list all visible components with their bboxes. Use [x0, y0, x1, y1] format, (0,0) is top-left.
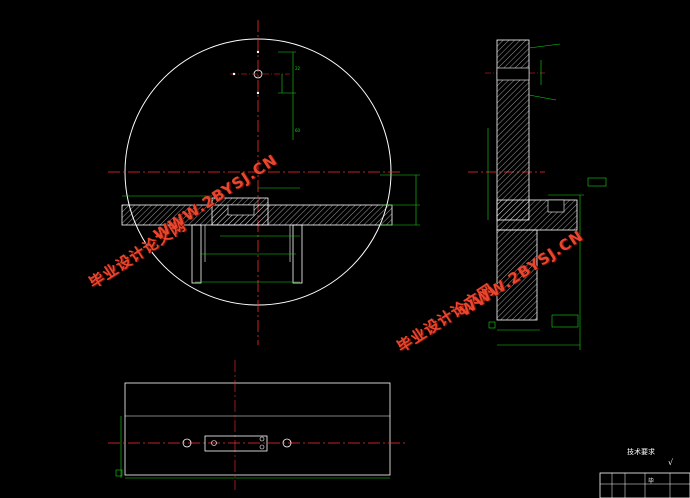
side-lower [496, 229, 538, 321]
plan-slot [204, 435, 268, 452]
plan-view [108, 360, 405, 490]
plan-slot-hole-1 [211, 440, 217, 446]
left-leg [191, 224, 202, 284]
title-block-label: 毕 [648, 478, 655, 485]
side-view [468, 39, 607, 350]
front-view: 22 60 [108, 20, 420, 345]
side-tolerance-box-2 [587, 177, 607, 187]
side-base [496, 199, 578, 231]
side-bolt-hole [496, 67, 530, 81]
top-hole-mark-3 [232, 72, 236, 76]
top-hole-mark-2 [256, 91, 260, 95]
side-datum-a [488, 321, 496, 329]
side-top-block [496, 39, 530, 221]
plan-slot-hole-2 [259, 436, 265, 442]
side-leader-1 [528, 43, 561, 49]
plan-outline [124, 382, 391, 476]
dim-label-2: 60 [295, 128, 301, 133]
title-block [599, 472, 690, 498]
roughness-symbol: √ [668, 458, 674, 467]
section-slot [227, 204, 255, 216]
dim-label-1: 22 [295, 66, 301, 71]
plan-datum [115, 469, 123, 477]
side-leader-2 [528, 94, 557, 101]
side-tolerance-box [551, 314, 579, 328]
plan-slot-hole-3 [259, 444, 265, 450]
plan-hole-right [282, 438, 292, 448]
plan-hole-left [182, 438, 192, 448]
technical-requirements-label: 技术要求 [627, 448, 655, 456]
side-slot [547, 199, 565, 213]
top-hole-mark-1 [256, 50, 260, 54]
